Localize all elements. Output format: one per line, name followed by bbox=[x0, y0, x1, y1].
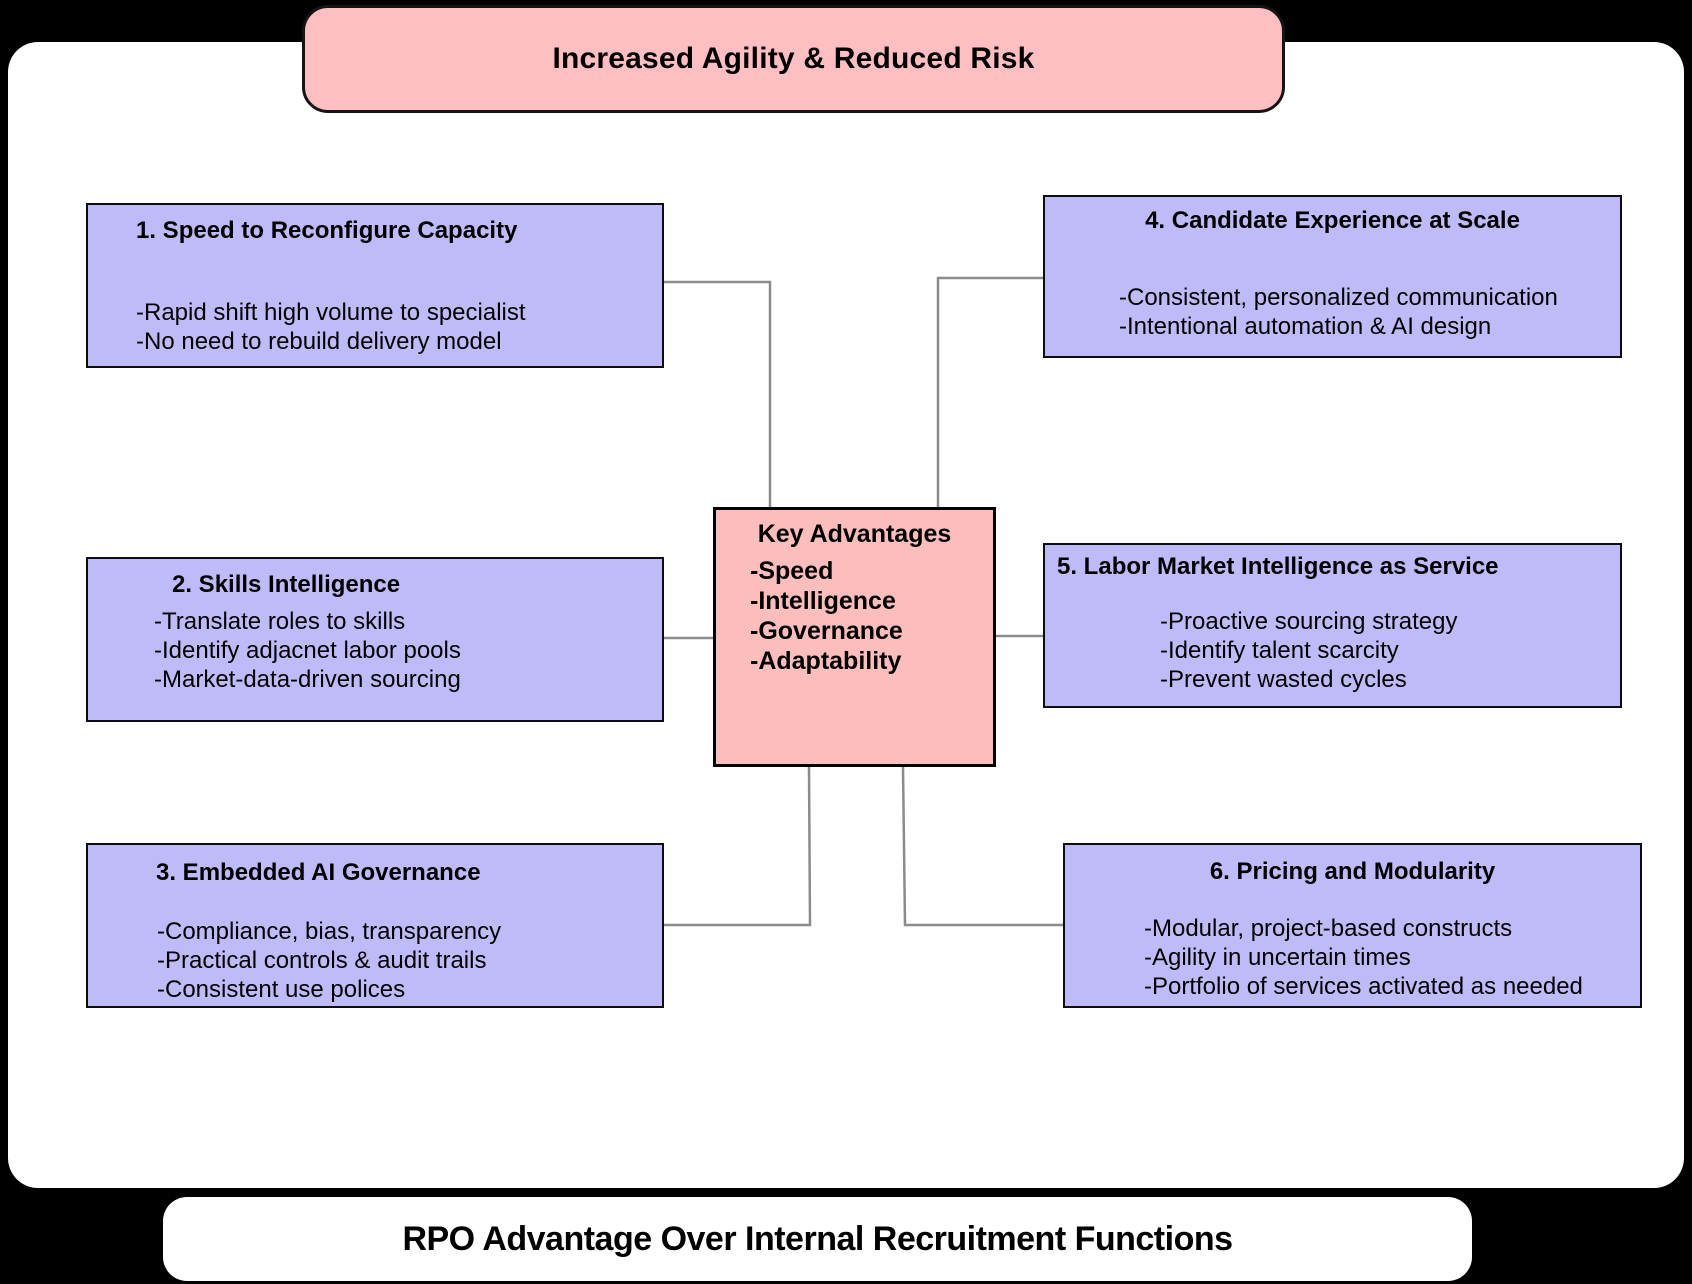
box-line: -Translate roles to skills bbox=[154, 608, 406, 635]
box-title: 5. Labor Market Intelligence as Service bbox=[1057, 553, 1499, 580]
box-line: -Agility in uncertain times bbox=[1144, 944, 1411, 971]
key-advantage-item: -Governance bbox=[750, 617, 903, 645]
box-line: -Modular, project-based constructs bbox=[1144, 915, 1513, 942]
box-title: 1. Speed to Reconfigure Capacity bbox=[136, 217, 518, 244]
box-line: -Prevent wasted cycles bbox=[1160, 666, 1407, 693]
key-advantage-item: -Intelligence bbox=[750, 587, 896, 615]
box-line: -No need to rebuild delivery model bbox=[136, 328, 502, 355]
advantage-box-2: 2. Skills Intelligence -Translate roles … bbox=[86, 557, 664, 722]
box-line: -Market-data-driven sourcing bbox=[154, 666, 461, 693]
advantage-box-6: 6. Pricing and Modularity -Modular, proj… bbox=[1063, 843, 1642, 1008]
box-line: -Portfolio of services activated as need… bbox=[1144, 973, 1583, 1000]
box-line: -Proactive sourcing strategy bbox=[1160, 608, 1458, 635]
box-line: -Compliance, bias, transparency bbox=[157, 918, 502, 945]
box-line: -Identify adjacnet labor pools bbox=[154, 637, 461, 664]
box-line: -Intentional automation & AI design bbox=[1119, 313, 1492, 340]
key-advantage-item: -Adaptability bbox=[750, 647, 902, 675]
box-title: 4. Candidate Experience at Scale bbox=[1145, 207, 1520, 234]
box-line: -Practical controls & audit trails bbox=[157, 947, 487, 974]
title-banner: Increased Agility & Reduced Risk bbox=[302, 5, 1285, 113]
key-advantages-title: Key Advantages bbox=[757, 520, 952, 548]
box-title: 2. Skills Intelligence bbox=[172, 571, 401, 598]
key-advantages-box: Key Advantages -Speed -Intelligence -Gov… bbox=[713, 507, 996, 767]
advantage-box-1: 1. Speed to Reconfigure Capacity -Rapid … bbox=[86, 203, 664, 368]
box-line: -Rapid shift high volume to specialist bbox=[136, 299, 526, 326]
footer-banner-label: RPO Advantage Over Internal Recruitment … bbox=[402, 1219, 1233, 1258]
key-advantage-item: -Speed bbox=[750, 557, 834, 585]
advantage-box-5: 5. Labor Market Intelligence as Service … bbox=[1043, 543, 1622, 708]
box-line: -Consistent, personalized communication bbox=[1119, 284, 1558, 311]
box-title: 6. Pricing and Modularity bbox=[1209, 858, 1496, 885]
advantage-box-3: 3. Embedded AI Governance -Compliance, b… bbox=[86, 843, 664, 1008]
title-banner-label: Increased Agility & Reduced Risk bbox=[552, 42, 1035, 75]
box-line: -Consistent use polices bbox=[157, 976, 406, 1003]
box-title: 3. Embedded AI Governance bbox=[156, 859, 481, 886]
advantage-box-4: 4. Candidate Experience at Scale -Consis… bbox=[1043, 195, 1622, 358]
footer-banner: RPO Advantage Over Internal Recruitment … bbox=[163, 1197, 1472, 1281]
box-line: -Identify talent scarcity bbox=[1160, 637, 1399, 664]
